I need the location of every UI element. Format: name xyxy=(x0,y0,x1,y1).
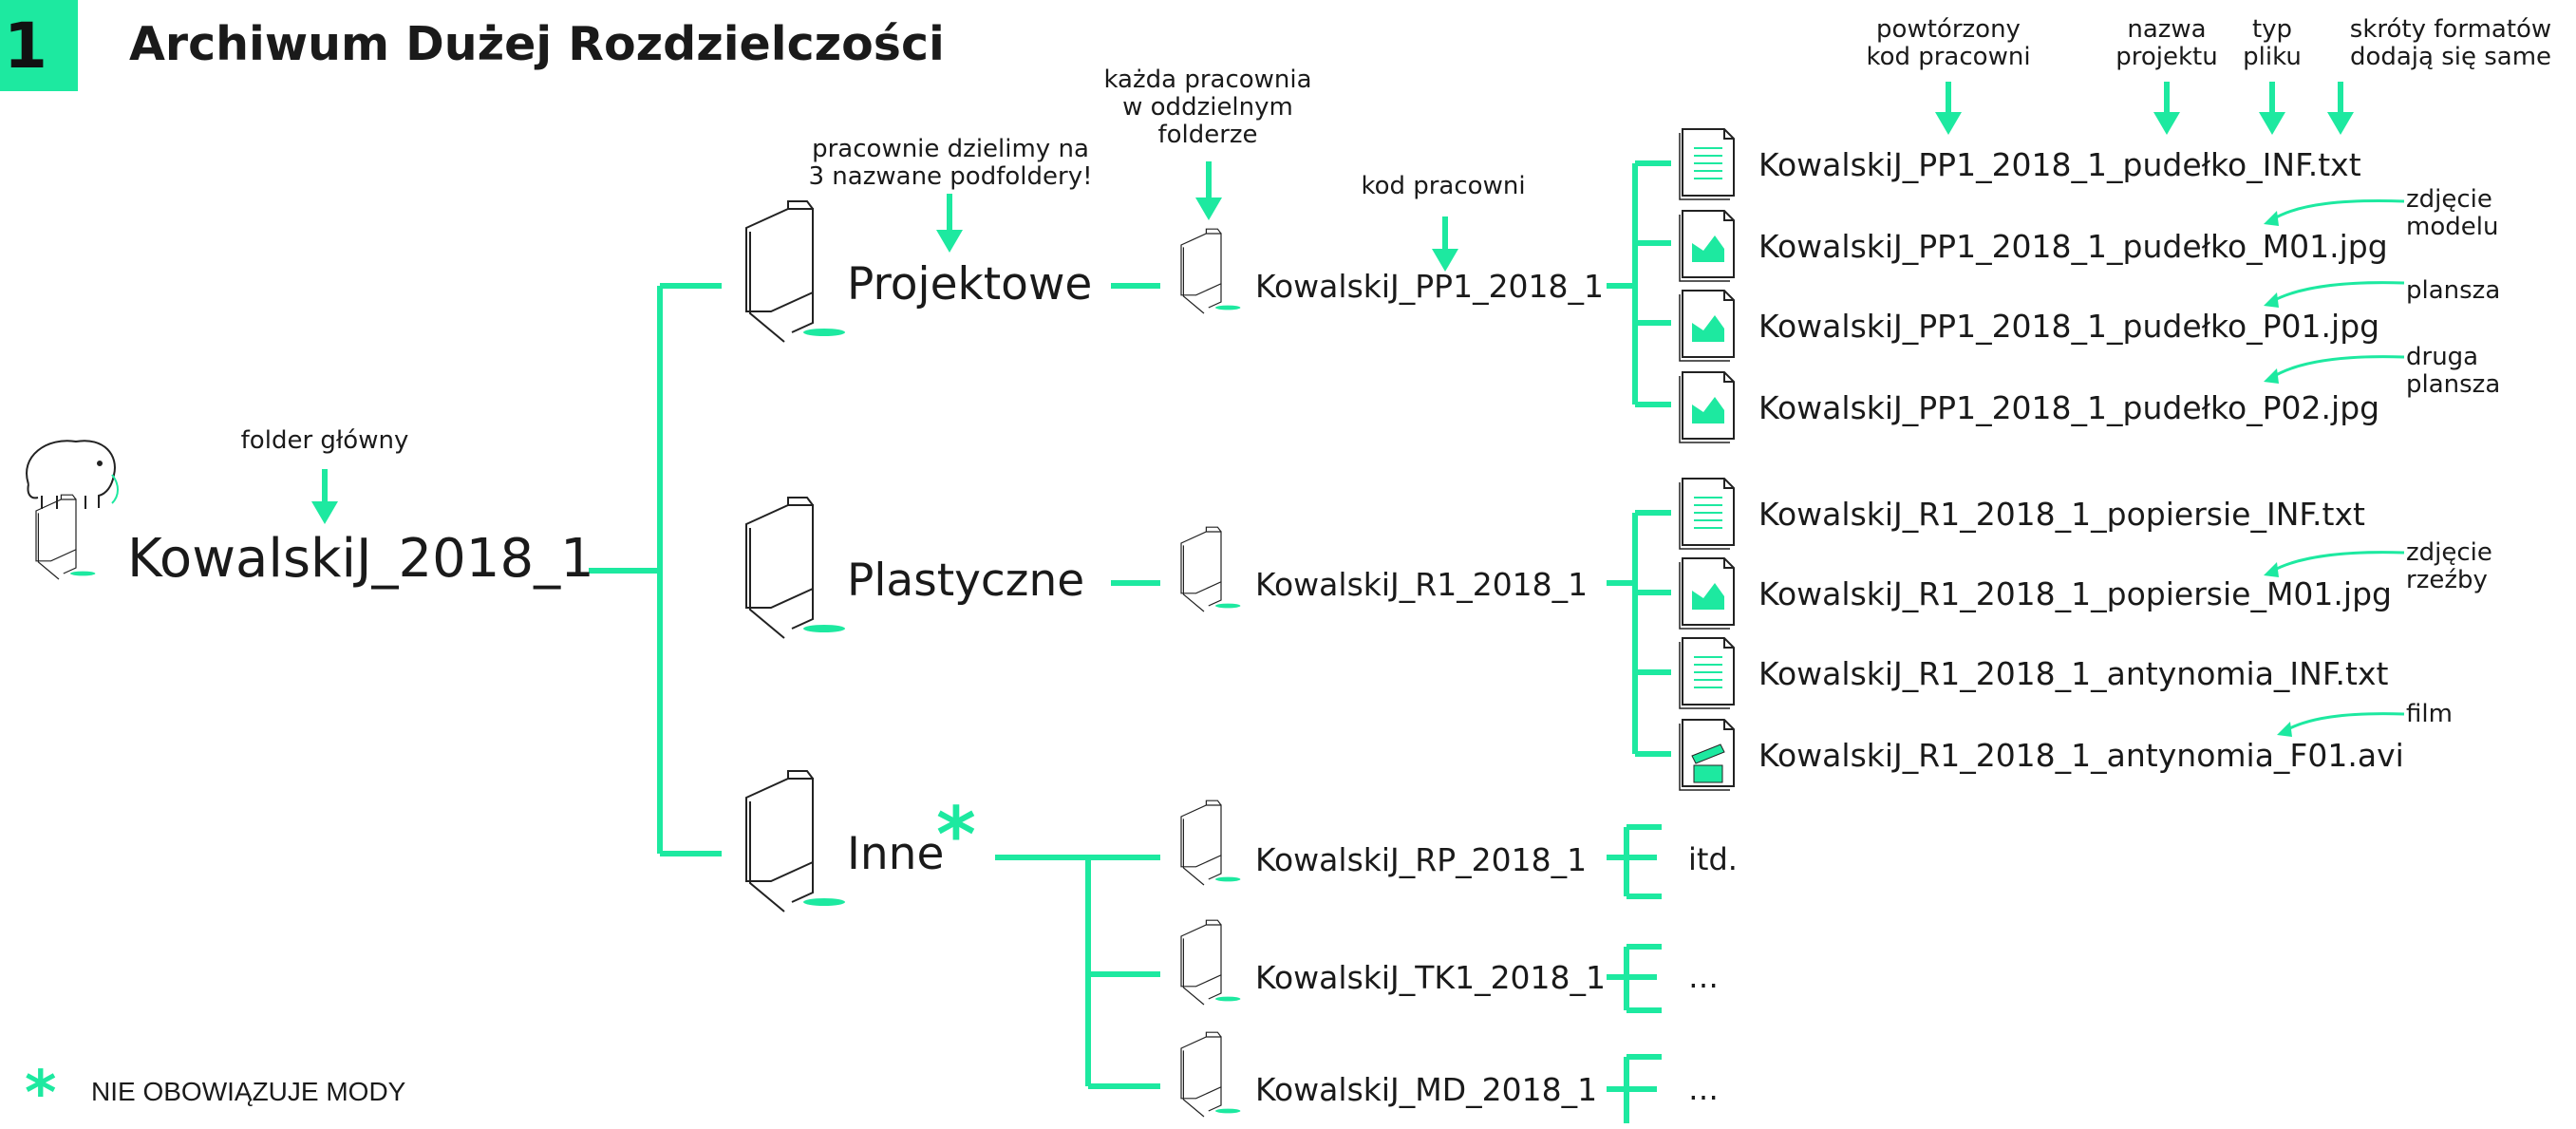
subfolder-md[interactable]: KowalskiJ_MD_2018_1 xyxy=(1255,1071,1598,1108)
video-file-icon[interactable] xyxy=(1679,719,1735,791)
file-item[interactable]: KowalskiJ_PP1_2018_1_pudełko_P02.jpg xyxy=(1758,389,2380,426)
page-title: Archiwum Dużej Rozdzielczości xyxy=(129,17,945,71)
annotation-subfolders: pracownie dzielimy na 3 nazwane podfolde… xyxy=(808,135,1093,191)
folder-icon[interactable] xyxy=(1180,919,1242,1006)
image-file-icon[interactable] xyxy=(1679,557,1735,630)
image-file-icon[interactable] xyxy=(1679,290,1735,362)
file-item[interactable]: KowalskiJ_PP1_2018_1_pudełko_INF.txt xyxy=(1758,146,2361,183)
subfolder-tk1[interactable]: KowalskiJ_TK1_2018_1 xyxy=(1255,959,1607,996)
text-file-icon[interactable] xyxy=(1679,128,1735,200)
file-item[interactable]: KowalskiJ_PP1_2018_1_pudełko_M01.jpg xyxy=(1758,228,2388,265)
etc-label: … xyxy=(1688,959,1719,995)
folder-icon[interactable] xyxy=(1180,1031,1242,1118)
file-item[interactable]: KowalskiJ_PP1_2018_1_pudełko_P01.jpg xyxy=(1758,308,2380,345)
folder-icon[interactable] xyxy=(1180,526,1242,612)
elephant-logo-icon xyxy=(26,440,119,509)
side-note-board: plansza xyxy=(2406,276,2501,305)
annotation-format-abbrev: skróty formatów dodają się same xyxy=(2349,15,2552,71)
annotation-project-name: nazwa projektu xyxy=(2115,15,2218,71)
tree-connectors xyxy=(589,160,1671,1123)
annotation-file-type: typ pliku xyxy=(2243,15,2302,71)
folder-icon[interactable] xyxy=(745,770,846,913)
file-item[interactable]: KowalskiJ_R1_2018_1_antynomia_F01.avi xyxy=(1758,737,2404,774)
footnote-asterisk: * xyxy=(25,1059,57,1129)
folder-icon[interactable] xyxy=(1180,800,1242,886)
folder-icon[interactable] xyxy=(745,497,846,639)
section-number-badge: 1 xyxy=(0,0,78,91)
etc-label: … xyxy=(1688,1071,1719,1107)
side-note-model-photo: zdjęcie modelu xyxy=(2406,185,2499,241)
file-item[interactable]: KowalskiJ_R1_2018_1_antynomia_INF.txt xyxy=(1758,655,2389,692)
root-folder-label[interactable]: KowalskiJ_2018_1 xyxy=(127,528,594,590)
image-file-icon[interactable] xyxy=(1679,210,1735,282)
subfolder-pp1[interactable]: KowalskiJ_PP1_2018_1 xyxy=(1255,268,1605,305)
etc-label: itd. xyxy=(1688,841,1738,877)
side-note-sculpture-photo: zdjęcie rzeźby xyxy=(2406,538,2492,594)
annotation-each-studio: każda pracownia w oddzielnym folderze xyxy=(1103,66,1312,149)
annotation-arrows xyxy=(311,82,2354,524)
side-note-arrows xyxy=(2264,199,2405,737)
category-plastyczne[interactable]: Plastyczne xyxy=(847,555,1085,607)
folder-icon[interactable] xyxy=(35,494,97,580)
side-note-film: film xyxy=(2406,700,2453,728)
subfolder-r1[interactable]: KowalskiJ_R1_2018_1 xyxy=(1255,566,1589,603)
folder-icon[interactable] xyxy=(1180,228,1242,314)
category-projektowe[interactable]: Projektowe xyxy=(847,258,1093,310)
file-item[interactable]: KowalskiJ_R1_2018_1_popiersie_INF.txt xyxy=(1758,496,2365,533)
file-item[interactable]: KowalskiJ_R1_2018_1_popiersie_M01.jpg xyxy=(1758,575,2392,612)
text-file-icon[interactable] xyxy=(1679,637,1735,709)
subfolder-rp[interactable]: KowalskiJ_RP_2018_1 xyxy=(1255,841,1588,878)
root-annotation: folder główny xyxy=(240,426,409,455)
text-file-icon[interactable] xyxy=(1679,478,1735,550)
annotation-studio-code: kod pracowni xyxy=(1361,172,1526,200)
folder-icon[interactable] xyxy=(745,200,846,343)
asterisk-marker: * xyxy=(936,791,976,879)
footnote-text: NIE OBOWIĄZUJE MODY xyxy=(91,1077,406,1106)
annotation-repeated-code: powtórzony kod pracowni xyxy=(1866,15,2031,71)
category-inne[interactable]: Inne xyxy=(847,828,945,880)
side-note-second-board: druga plansza xyxy=(2406,343,2501,399)
image-file-icon[interactable] xyxy=(1679,371,1735,443)
